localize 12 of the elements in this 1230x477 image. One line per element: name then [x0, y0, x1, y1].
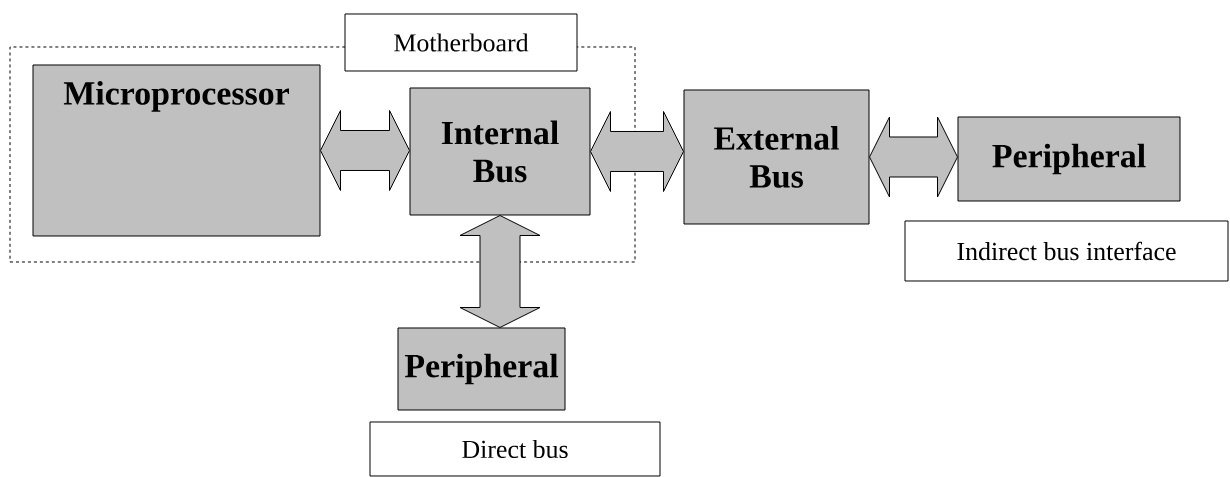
block-arrow [590, 111, 684, 192]
block-box: Internal Bus [409, 87, 591, 216]
region-label: Motherboard [344, 13, 578, 72]
caption-box: Direct bus [369, 421, 661, 477]
block-arrow [459, 215, 541, 328]
block-arrow [320, 110, 410, 191]
caption-box: Indirect bus interface [904, 220, 1229, 282]
block-box: Peripheral [957, 116, 1181, 202]
block-box: Microprocessor [32, 64, 321, 237]
block-box: Peripheral [397, 327, 566, 411]
block-box: External Bus [683, 89, 870, 225]
block-arrow [869, 116, 958, 198]
